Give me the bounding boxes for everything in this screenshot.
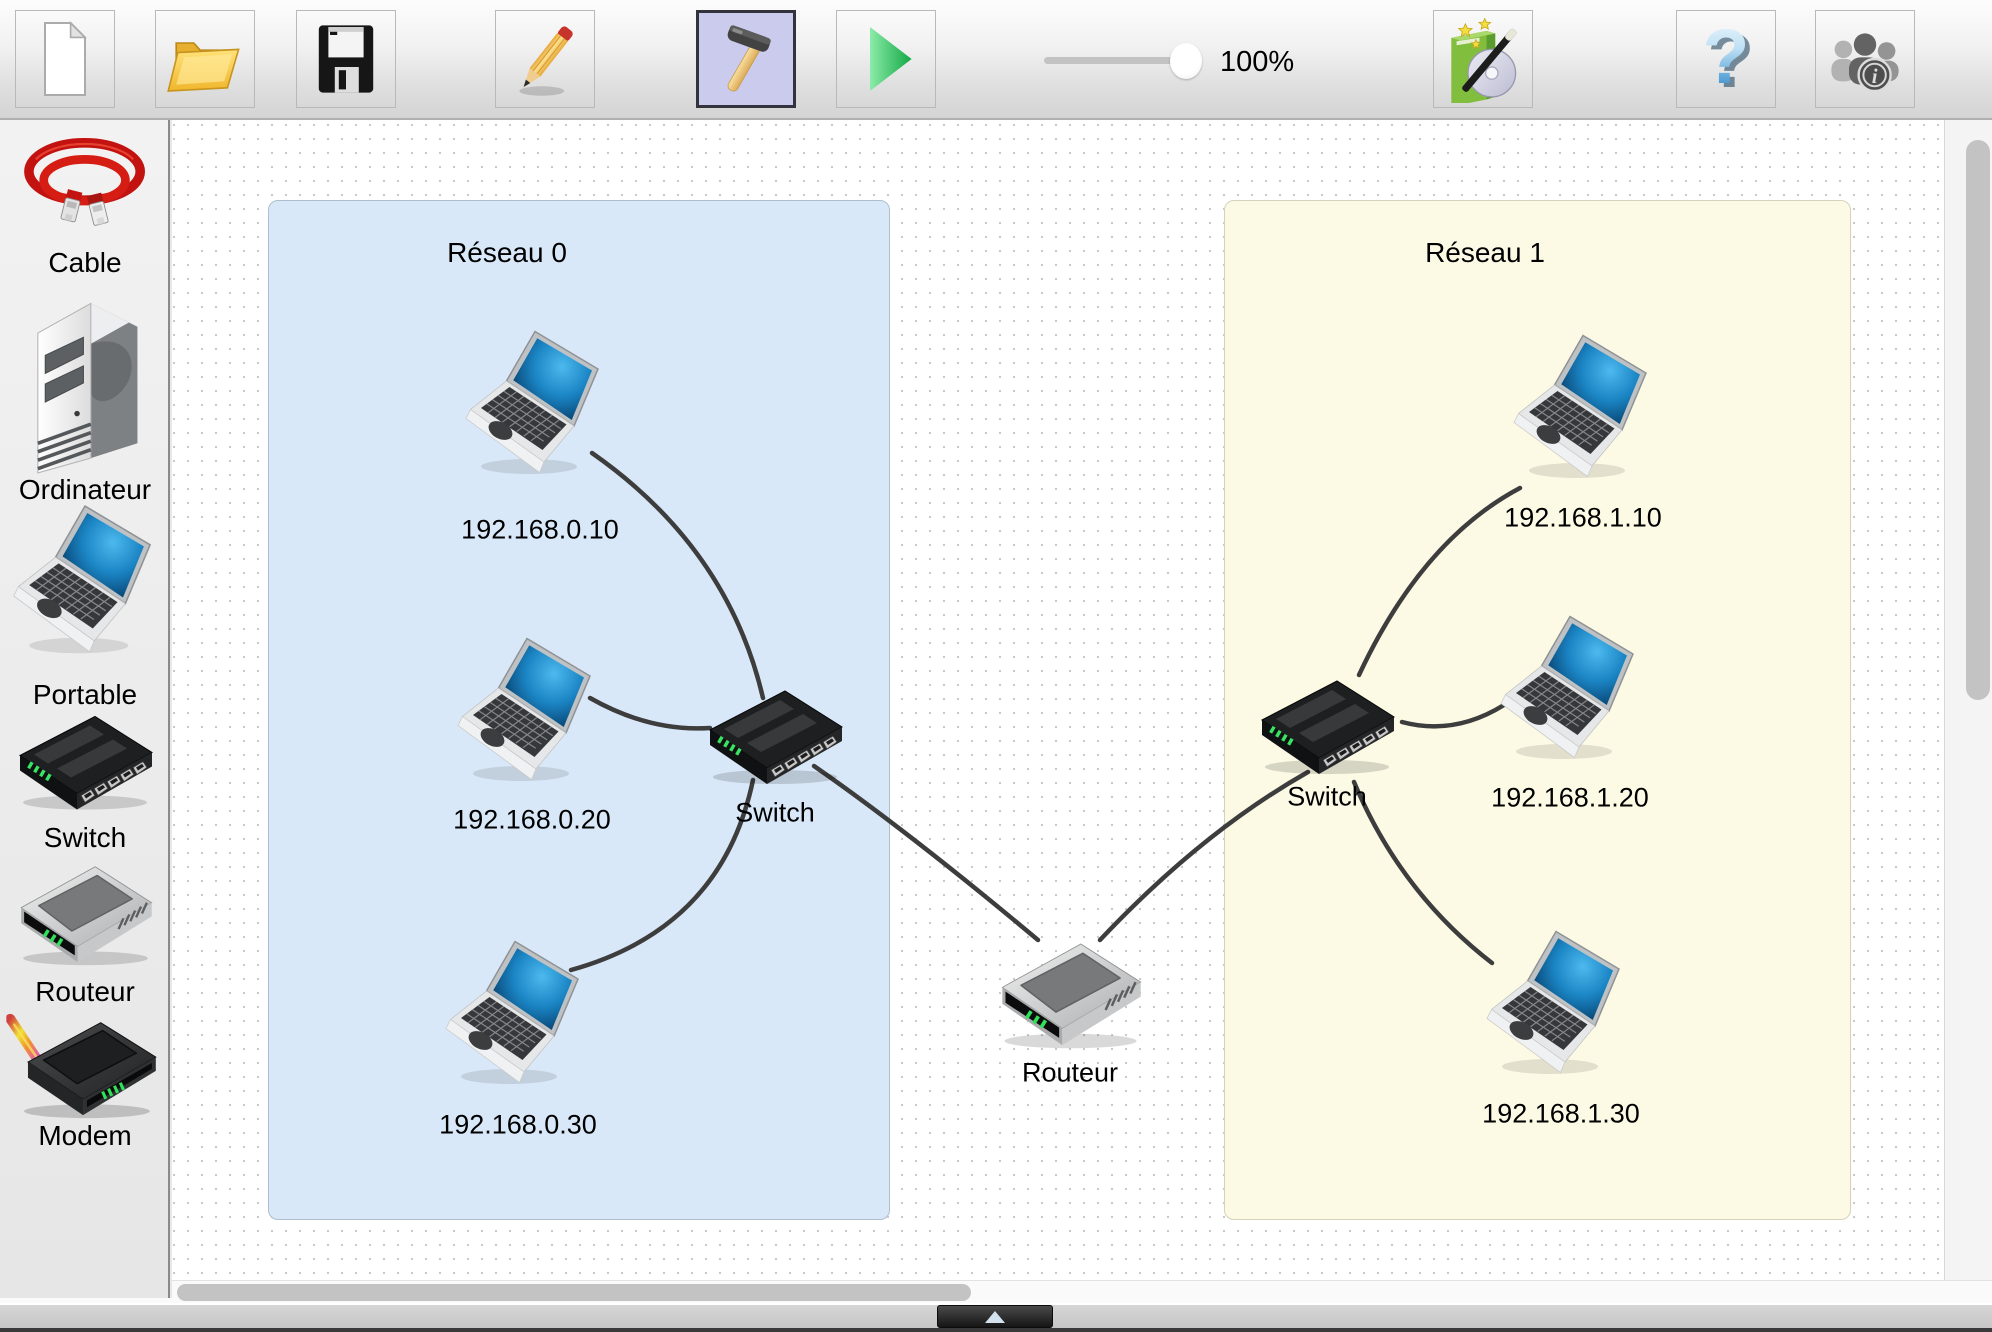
host-label: 192.168.1.20 [1491,782,1649,813]
host-node-192-168-1-10[interactable] [1508,334,1658,484]
router-label: Routeur [1021,1057,1119,1088]
network-title-0: Réseau 0 [447,237,567,268]
zoom-percentage: 100% [1220,46,1295,78]
switch-icon [700,683,850,788]
open-file-button[interactable] [155,10,255,108]
palette-label-routeur: Routeur [35,976,135,1007]
design-canvas[interactable]: Réseau 0 Réseau 1 192.168.0.10 192.168.0… [172,120,1944,1280]
laptop-icon [1495,615,1645,765]
save-button[interactable] [296,10,396,108]
switch-label: Switch [735,797,815,828]
build-mode-button[interactable] [696,10,796,108]
palette-label-switch: Switch [43,822,127,853]
router-node[interactable] [990,933,1150,1053]
cable-host030-switch0[interactable] [568,777,756,973]
question-mark-icon [1686,19,1766,99]
laptop-icon [440,940,590,1090]
cable-host010-switch0[interactable] [589,450,766,701]
host-node-192-168-0-20[interactable] [452,637,602,787]
toolbar: 100% [0,0,1992,120]
floppy-disk-icon [306,19,386,99]
switch-icon [1252,673,1402,778]
speed-slider-knob[interactable] [1170,43,1202,79]
switch-label: Switch [1287,781,1367,812]
switch-icon[interactable] [8,709,163,814]
palette-label-cable: Cable [48,247,122,278]
pencil-icon [505,19,585,99]
laptop-icon [452,637,602,787]
component-palette: Cable Ordinateur Portable Switch Routeur… [0,120,170,1298]
new-file-button[interactable] [15,10,115,108]
cable-host020-switch0[interactable] [587,695,713,731]
expand-panel-button[interactable] [937,1305,1053,1328]
wizard-icon [1439,15,1527,103]
hammer-icon [706,19,786,99]
new-file-icon [25,19,105,99]
cable-switch1-router[interactable] [1097,769,1311,943]
host-node-192-168-0-10[interactable] [460,330,610,480]
help-button[interactable] [1676,10,1776,108]
cable-switch0-router[interactable] [811,763,1041,943]
open-folder-icon [165,19,245,99]
host-node-192-168-0-30[interactable] [440,940,590,1090]
play-icon [846,19,926,99]
horizontal-scrollbar-thumb[interactable] [177,1284,971,1301]
people-info-icon [1825,19,1905,99]
about-button[interactable] [1815,10,1915,108]
design-mode-button[interactable] [495,10,595,108]
palette-label-ordinateur: Ordinateur [18,474,152,505]
host-label: 192.168.1.10 [1504,502,1662,533]
switch-node-0[interactable] [700,683,850,788]
host-label: 192.168.0.30 [439,1109,597,1140]
host-label: 192.168.0.10 [461,514,619,545]
laptop-icon [1508,334,1658,484]
host-node-192-168-1-30[interactable] [1481,930,1631,1080]
vertical-scrollbar-thumb[interactable] [1966,140,1990,700]
palette-label-portable: Portable [32,679,138,710]
vertical-scrollbar[interactable] [1944,120,1992,1280]
host-label: 192.168.1.30 [1482,1098,1640,1129]
horizontal-scrollbar[interactable] [172,1280,1992,1303]
laptop-icon [1481,930,1631,1080]
cable-icon[interactable] [6,135,164,235]
modem-icon[interactable] [5,1005,165,1123]
host-node-192-168-1-20[interactable] [1495,615,1645,765]
router-icon [990,933,1150,1053]
cable-layer [568,450,1523,973]
simulation-mode-button[interactable] [836,10,936,108]
cable-host130-switch1[interactable] [1351,779,1495,966]
host-label: 192.168.0.20 [453,804,611,835]
wizard-button[interactable] [1433,10,1533,108]
router-icon[interactable] [8,857,163,969]
switch-node-1[interactable] [1252,673,1402,778]
computer-icon[interactable] [15,278,155,474]
laptop-icon [460,330,610,480]
speed-slider-track[interactable] [1044,57,1192,64]
laptop-icon[interactable] [5,505,165,660]
palette-label-modem: Modem [38,1120,132,1151]
bottom-panel-bar [0,1303,1992,1332]
cable-host120-switch1[interactable] [1399,702,1507,729]
network-title-1: Réseau 1 [1425,237,1545,268]
up-arrow-icon [985,1310,1005,1323]
cable-host110-switch1[interactable] [1356,485,1523,678]
sidebar-bottom-gap [0,1298,172,1303]
